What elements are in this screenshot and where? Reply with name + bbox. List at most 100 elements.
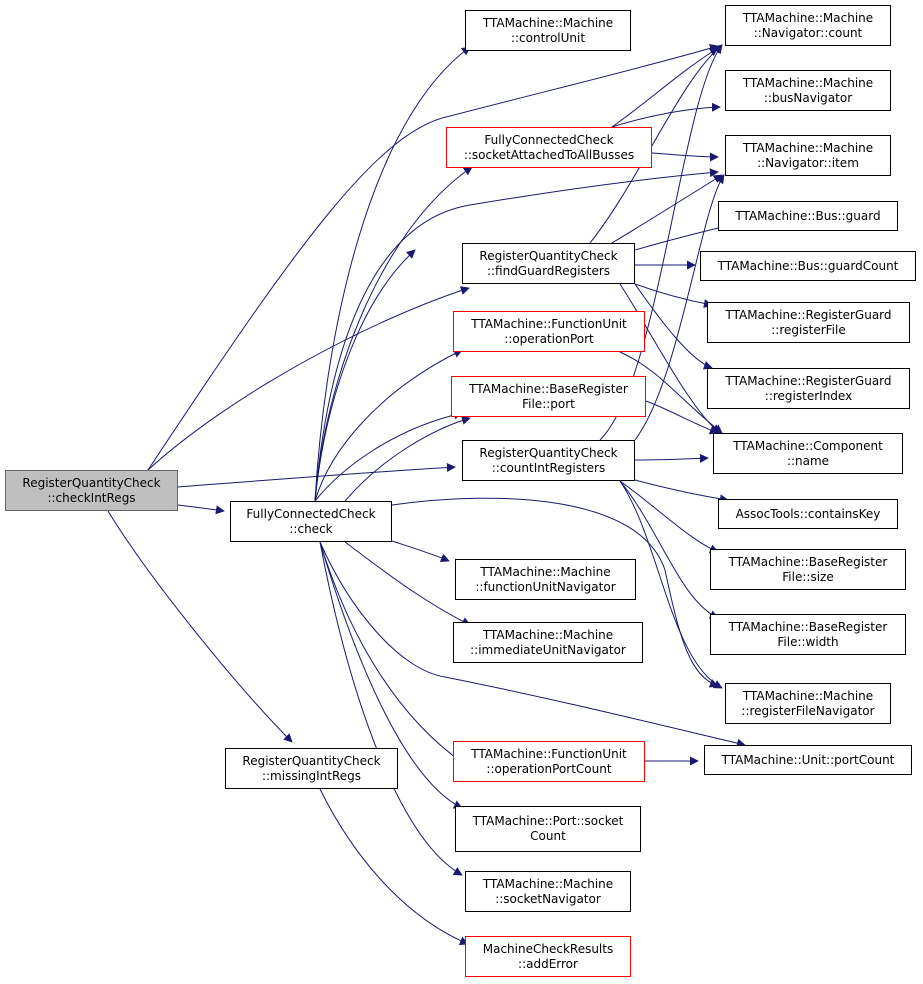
- node-label-line: ::operationPortCount: [486, 761, 612, 776]
- node-label-line: ::functionUnitNavigator: [475, 579, 616, 594]
- node-m-busnav[interactable]: TTAMachine::Machine::busNavigator: [725, 70, 891, 111]
- node-label-line: ::registerFile: [771, 322, 846, 337]
- node-label-line: TTAMachine::BaseRegister: [728, 619, 888, 634]
- node-root: RegisterQuantityCheck::checkIntRegs: [5, 470, 178, 511]
- edge-fcc_check-to-fu_opport: [314, 349, 463, 502]
- node-fcc-check[interactable]: FullyConnectedCheck::check: [230, 501, 392, 542]
- edge-rqc_count-to-brf_width: [619, 480, 719, 619]
- node-m-funav[interactable]: TTAMachine::Machine::functionUnitNavigat…: [455, 559, 636, 600]
- edge-fcc_check-to-m_imnav: [344, 541, 471, 626]
- node-label-line: File::width: [777, 634, 839, 649]
- node-fcc-socket[interactable]: FullyConnectedCheck::socketAttachedToAll…: [446, 127, 652, 168]
- node-m-socknav[interactable]: TTAMachine::Machine::socketNavigator: [465, 871, 631, 912]
- node-label-line: TTAMachine::FunctionUnit: [471, 746, 627, 761]
- node-label-line: TTAMachine::Component: [733, 438, 883, 453]
- edge-root-to-fcc_check: [177, 504, 225, 515]
- edge-rqc_find-to-nav_item: [611, 174, 723, 244]
- node-label-line: ::Navigator::count: [753, 25, 863, 40]
- node-mcr-add[interactable]: MachineCheckResults::addError: [465, 936, 631, 977]
- node-label-line: RegisterQuantityCheck: [479, 445, 618, 460]
- node-rqc-missing[interactable]: RegisterQuantityCheck::missingIntRegs: [225, 748, 398, 789]
- node-label-line: MachineCheckResults: [482, 941, 614, 956]
- edge-rqc_count-to-brf_size: [619, 480, 719, 553]
- edge-root-to-nav_count: [147, 43, 719, 471]
- node-label-line: ::name: [786, 453, 830, 468]
- node-rg-file[interactable]: TTAMachine::RegisterGuard::registerFile: [707, 302, 910, 343]
- edge-fcc_socket-to-m_busnav: [611, 102, 721, 128]
- node-rqc-count[interactable]: RegisterQuantityCheck::countIntRegisters: [462, 440, 635, 481]
- node-label-line: TTAMachine::Machine: [742, 140, 874, 155]
- edge-root-to-rqc_missing: [107, 510, 293, 743]
- node-label-line: ::registerIndex: [764, 388, 853, 403]
- node-label-line: TTAMachine::BaseRegister: [469, 381, 628, 396]
- edge-root-to-rqc_count: [177, 462, 456, 488]
- edge-fcc_check-to-nav_count: [314, 249, 416, 502]
- edge-fcc_socket-to-nav_item: [651, 152, 719, 162]
- node-bus-guard[interactable]: TTAMachine::Bus::guard: [718, 201, 898, 231]
- edge-fcc_check-to-comp_name: [344, 416, 471, 502]
- edge-fcc_check-to-brf_port: [314, 410, 463, 502]
- edge-rqc_count-to-comp_name: [634, 453, 709, 463]
- edge-rqc_count-to-nav_item: [634, 174, 725, 441]
- node-label-line: ::registerFileNavigator: [741, 703, 875, 718]
- node-bus-gcount[interactable]: TTAMachine::Bus::guardCount: [700, 251, 916, 281]
- node-m-control[interactable]: TTAMachine::Machine::controlUnit: [465, 10, 631, 51]
- node-label-line: TTAMachine::Unit::portCount: [721, 752, 895, 767]
- node-label-line: ::Navigator::item: [757, 155, 859, 170]
- node-label-line: ::addError: [518, 956, 578, 971]
- node-label-line: ::findGuardRegisters: [486, 263, 611, 278]
- edge-fcc_socket-to-nav_count: [611, 47, 719, 128]
- node-label-line: TTAMachine::Machine: [742, 75, 874, 90]
- edge-brf_port-to-comp_name: [645, 400, 719, 435]
- edge-rqc_find-to-rg_file: [634, 283, 713, 308]
- node-label-line: File::port: [522, 396, 575, 411]
- node-label-line: ::missingIntRegs: [261, 768, 362, 783]
- node-fu-opport[interactable]: TTAMachine::FunctionUnit::operationPort: [453, 311, 645, 352]
- node-unit-pc[interactable]: TTAMachine::Unit::portCount: [704, 745, 912, 775]
- edge-rqc_find-to-nav_count: [589, 44, 723, 244]
- node-label-line: AssocTools::containsKey: [735, 506, 881, 521]
- node-label-line: TTAMachine::Machine: [742, 688, 874, 703]
- node-label-line: RegisterQuantityCheck: [479, 248, 618, 263]
- edge-fcc_check-to-fu_opcount: [319, 541, 467, 766]
- node-label-line: TTAMachine::Port::socket: [472, 814, 624, 828]
- node-label-line: ::socketAttachedToAllBusses: [463, 147, 635, 162]
- edge-root-to-rqc_find: [147, 286, 470, 471]
- edge-fcc_check-to-m_funav: [391, 540, 450, 563]
- edge-fcc_check-to-m_control: [314, 46, 471, 502]
- edge-rqc_missing-to-mcr_add: [319, 788, 469, 945]
- node-rqc-find[interactable]: RegisterQuantityCheck::findGuardRegister…: [462, 243, 635, 284]
- node-fu-opcount[interactable]: TTAMachine::FunctionUnit::operationPortC…: [453, 741, 645, 782]
- node-rg-index[interactable]: TTAMachine::RegisterGuard::registerIndex: [707, 368, 910, 409]
- node-label-line: TTAMachine::Bus::guard: [735, 208, 881, 223]
- edge-fcc_check-to-port_sock: [319, 541, 463, 809]
- node-label-line: RegisterQuantityCheck: [22, 475, 161, 490]
- edge-fcc_check-to-fcc_socket: [314, 166, 473, 502]
- edge-fcc_check-to-unit_pc: [319, 541, 746, 748]
- node-nav-item[interactable]: TTAMachine::Machine::Navigator::item: [725, 135, 891, 176]
- node-label-line: TTAMachine::Machine: [482, 876, 614, 891]
- node-label-line: ::controlUnit: [510, 30, 586, 45]
- node-label-line: FullyConnectedCheck: [246, 506, 376, 521]
- node-assoc[interactable]: AssocTools::containsKey: [718, 499, 898, 529]
- node-label-line: File::size: [782, 569, 834, 584]
- node-nav-count[interactable]: TTAMachine::Machine::Navigator::count: [725, 5, 891, 46]
- node-label-line: TTAMachine::Bus::guardCount: [717, 258, 899, 273]
- node-m-imnav[interactable]: TTAMachine::Machine::immediateUnitNaviga…: [453, 622, 643, 663]
- node-label-line: FullyConnectedCheck: [484, 132, 614, 147]
- node-label-line: ::check: [289, 521, 333, 536]
- node-label-line: ::socketNavigator: [495, 891, 601, 906]
- node-label-line: TTAMachine::Machine: [480, 564, 611, 579]
- node-comp-name[interactable]: TTAMachine::Component::name: [713, 433, 903, 474]
- node-label-line: ::immediateUnitNavigator: [470, 642, 626, 657]
- node-label-line: TTAMachine::RegisterGuard: [725, 307, 892, 322]
- node-label-line: TTAMachine::Machine: [482, 627, 614, 642]
- node-m-rfnav[interactable]: TTAMachine::Machine::registerFileNavigat…: [725, 683, 891, 724]
- edge-fcc_check-to-m_socknav: [319, 541, 463, 876]
- edge-rqc_find-to-rg_index: [634, 283, 713, 370]
- node-label-line: TTAMachine::Machine: [482, 15, 614, 30]
